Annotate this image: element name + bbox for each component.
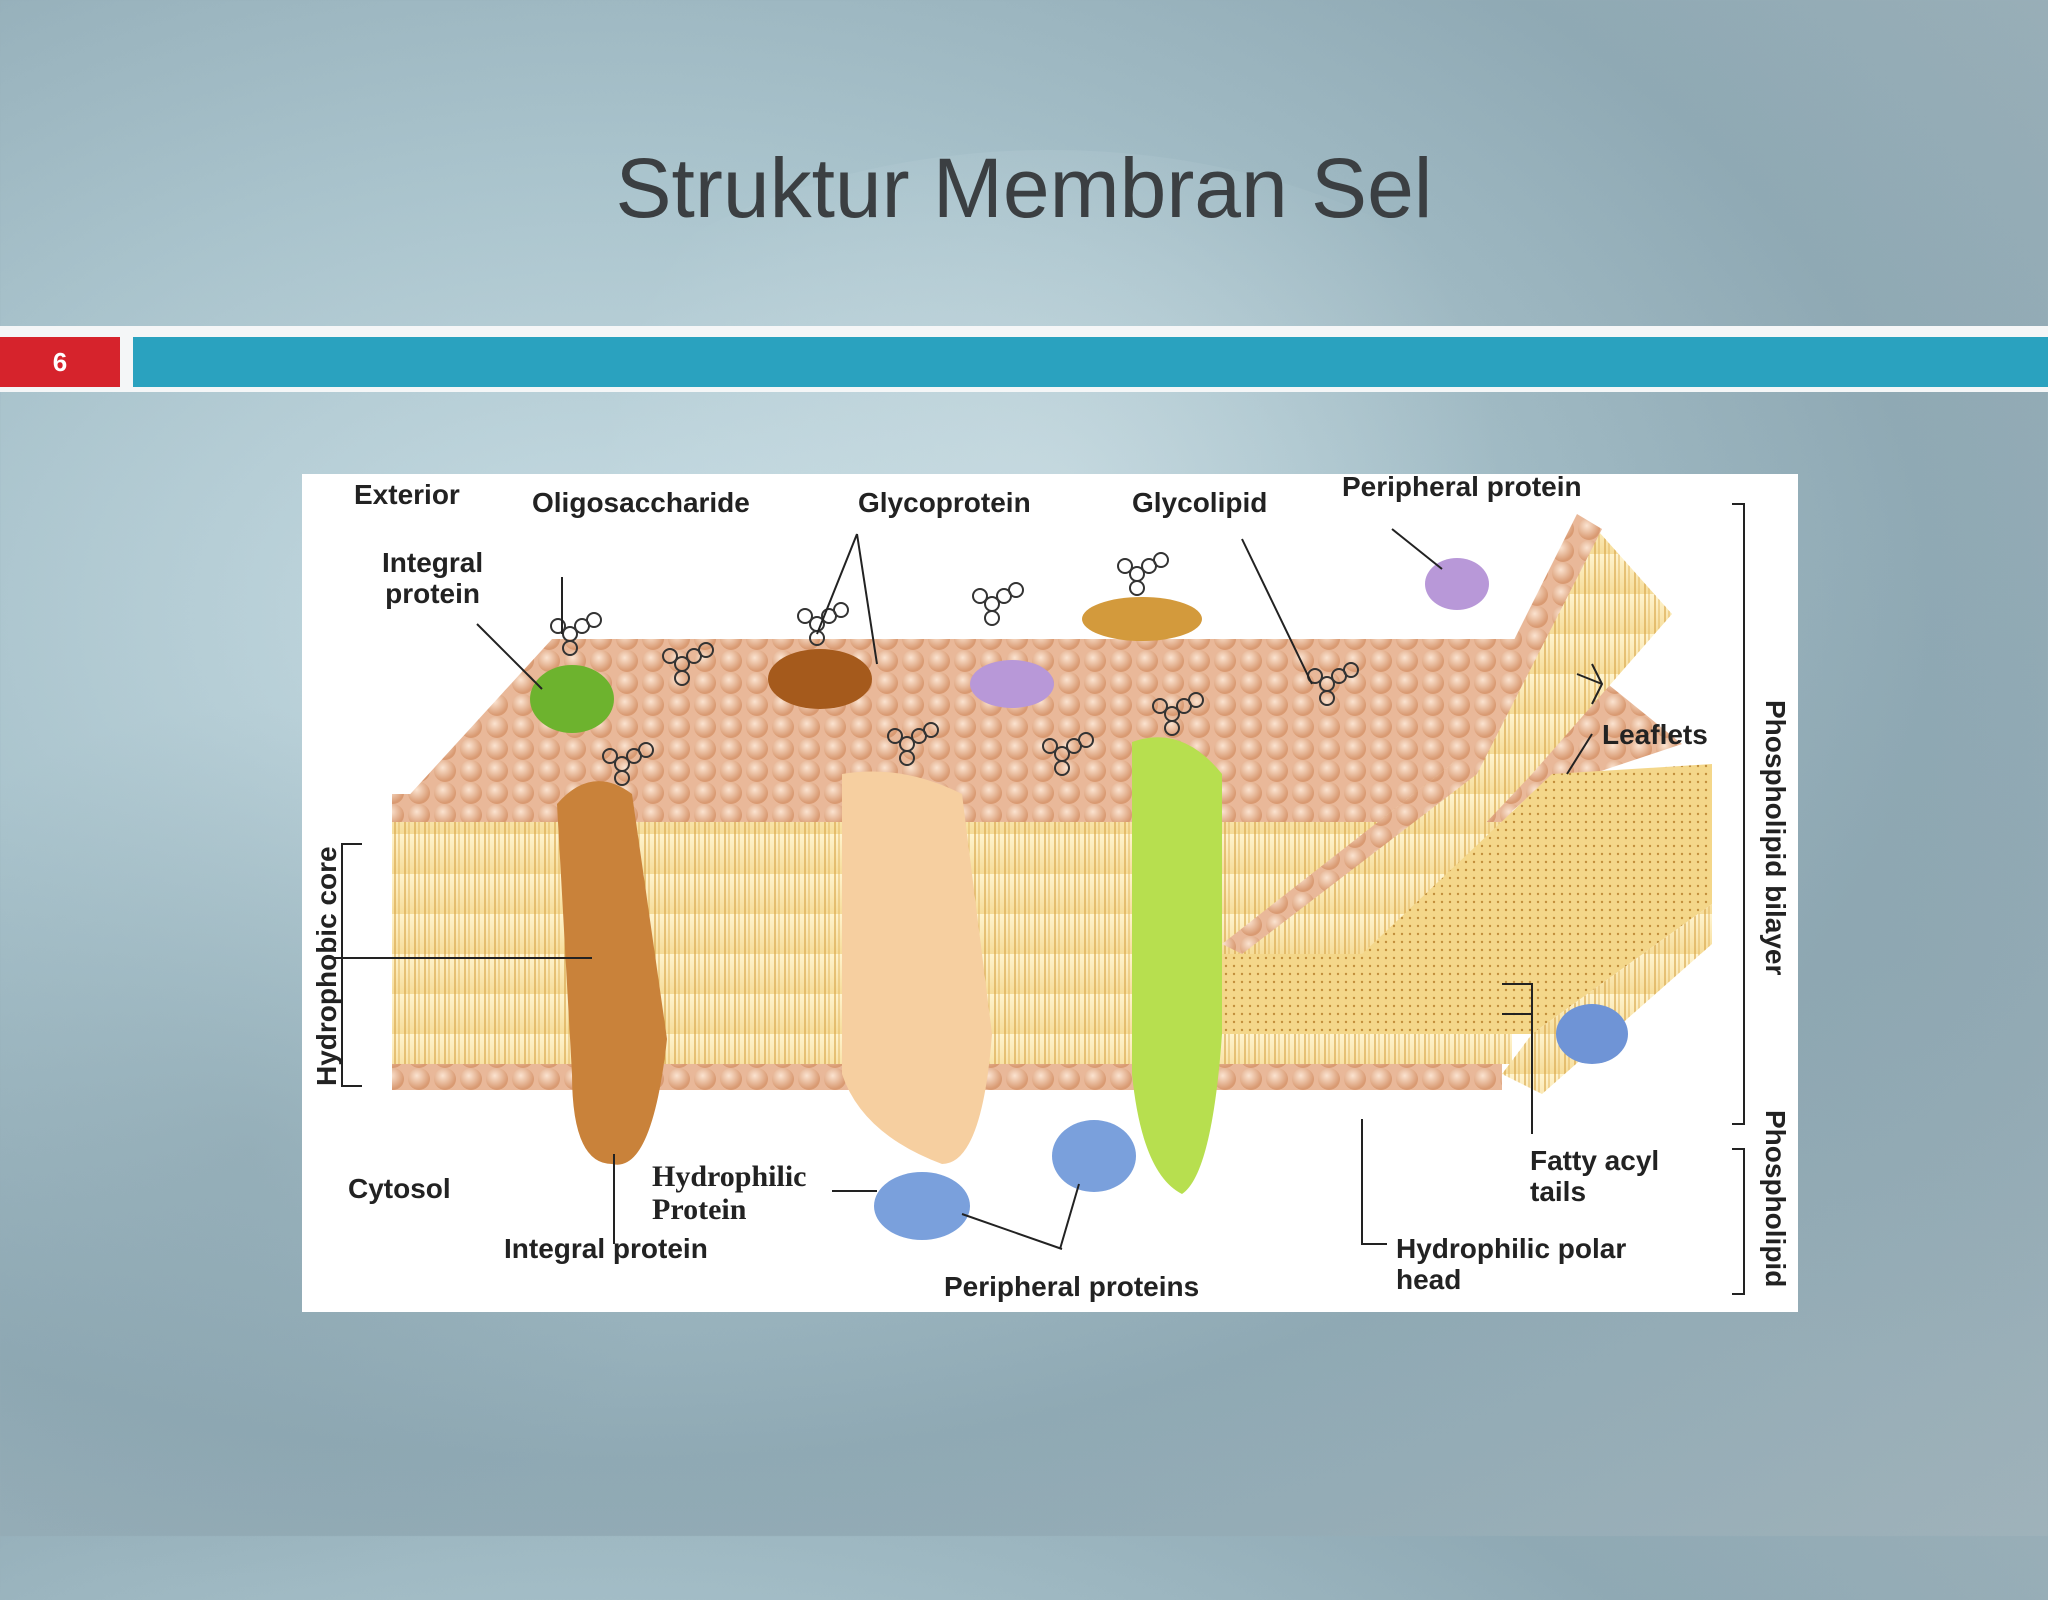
label-oligosaccharide: Oligosaccharide <box>532 487 750 518</box>
peripheral-protein-right <box>1556 1004 1628 1064</box>
slide-number: 6 <box>52 347 68 377</box>
cell-membrane-diagram: Exterior Integral protein Oligosaccharid… <box>302 471 1798 1312</box>
label-fatty-acyl-tails: Fatty acyl tails <box>1530 1145 1660 1207</box>
glycoprotein-dome <box>768 649 872 709</box>
lower-leaflet-side <box>1502 904 1712 1094</box>
label-integral-protein-bottom: Integral protein <box>504 1233 708 1264</box>
glycolipid-dome <box>1082 597 1202 641</box>
integral-protein-green <box>1132 737 1222 1194</box>
label-peripheral-protein-top: Peripheral protein <box>1342 471 1582 502</box>
label-peripheral-proteins-bottom: Peripheral proteins <box>944 1271 1200 1302</box>
integral-protein-brown <box>557 781 667 1165</box>
label-glycolipid: Glycolipid <box>1132 487 1268 518</box>
leader-lines <box>332 503 1745 1295</box>
header-accent-bar <box>133 337 2048 387</box>
membrane-illustration <box>332 503 1745 1295</box>
label-integral-protein-top: Integral protein <box>382 547 484 609</box>
lower-leaflet-cut <box>1222 764 1712 1034</box>
label-exterior: Exterior <box>354 479 460 510</box>
oligosaccharide-chain <box>1117 552 1169 596</box>
label-hydrophilic-polar-head: Hydrophilic polar head <box>1396 1233 1627 1295</box>
surface-protein-purple <box>970 660 1054 708</box>
slide-number-badge <box>0 337 120 387</box>
peripheral-protein-bottom-left <box>874 1172 970 1240</box>
peripheral-protein-bottom-right <box>1052 1120 1136 1192</box>
peeled-leaflet <box>1222 524 1672 954</box>
label-phospholipid: Phospholipid <box>1760 1110 1791 1288</box>
peeled-leaflet-heads <box>1222 514 1602 954</box>
oligosaccharide-chain <box>797 602 849 646</box>
integral-protein-tan <box>842 771 992 1164</box>
oligosaccharide-chain <box>972 582 1024 626</box>
label-cytosol: Cytosol <box>348 1173 451 1204</box>
label-hydrophobic-core: Hydrophobic core <box>311 846 342 1086</box>
label-leaflets: Leaflets <box>1602 719 1708 750</box>
integral-protein-green-top <box>530 665 614 733</box>
slide-title: Struktur Membran Sel <box>615 141 1433 235</box>
peripheral-protein-top <box>1425 558 1489 610</box>
label-phospholipid-bilayer: Phospholipid bilayer <box>1760 700 1791 976</box>
label-glycoprotein: Glycoprotein <box>858 487 1031 518</box>
label-hydrophilic-protein: Hydrophilic Protein <box>652 1160 807 1226</box>
